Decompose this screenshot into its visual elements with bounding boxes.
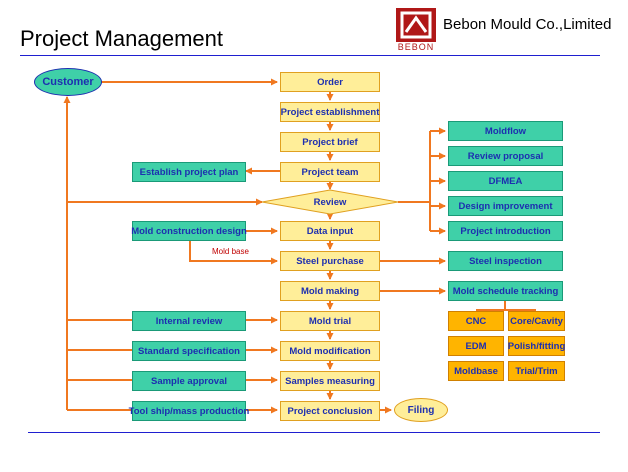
internal-review-node: Internal review	[132, 311, 246, 331]
mold-trial-node: Mold trial	[280, 311, 380, 331]
company-logo: BEBON	[396, 8, 436, 52]
project-brief-node: Project brief	[280, 132, 380, 152]
customer-node: Customer	[34, 68, 102, 96]
footer-rule	[28, 432, 600, 433]
project-establishment-node: Project establishment	[280, 102, 380, 122]
mold-modification-node: Mold modification	[280, 341, 380, 361]
project-team-node: Project team	[280, 162, 380, 182]
logo-icon	[400, 11, 432, 39]
logo-text: BEBON	[397, 42, 435, 52]
logo-mark	[396, 8, 436, 42]
tool-ship-mass-production-node: Tool ship/mass production	[129, 401, 249, 421]
steel-inspection-node: Steel inspection	[448, 251, 563, 271]
polish-fitting-node: Polish/fitting	[508, 336, 565, 356]
trial-trim-node: Trial/Trim	[508, 361, 565, 381]
project-introduction-node: Project introduction	[448, 221, 563, 241]
moldbase-node: Moldbase	[448, 361, 504, 381]
review-diamond	[261, 189, 399, 215]
project-conclusion-node: Project conclusion	[280, 401, 380, 421]
dfmea-node: DFMEA	[448, 171, 563, 191]
moldflow-node: Moldflow	[448, 121, 563, 141]
header-rule	[20, 55, 600, 56]
filing-node: Filing	[394, 398, 448, 422]
edm-node: EDM	[448, 336, 504, 356]
standard-specification-node: Standard specification	[132, 341, 246, 361]
order-node: Order	[280, 72, 380, 92]
page-title: Project Management	[20, 26, 223, 51]
sample-approval-node: Sample approval	[132, 371, 246, 391]
data-input-node: Data input	[280, 221, 380, 241]
mold-making-node: Mold making	[280, 281, 380, 301]
establish-project-plan-node: Establish project plan	[132, 162, 246, 182]
samples-measuring-node: Samples measuring	[280, 371, 380, 391]
core-cavity-node: Core/Cavity	[508, 311, 565, 331]
review-proposal-node: Review proposal	[448, 146, 563, 166]
mold-construction-design-node: Mold construction design	[131, 221, 247, 241]
company-name: Bebon Mould Co.,Limited	[443, 16, 612, 33]
mold-schedule-tracking-node: Mold schedule tracking	[448, 281, 563, 301]
mold-base-label: Mold base	[212, 247, 249, 256]
design-improvement-node: Design improvement	[448, 196, 563, 216]
cnc-node: CNC	[448, 311, 504, 331]
review-node: Review	[313, 196, 347, 208]
steel-purchase-node: Steel purchase	[280, 251, 380, 271]
